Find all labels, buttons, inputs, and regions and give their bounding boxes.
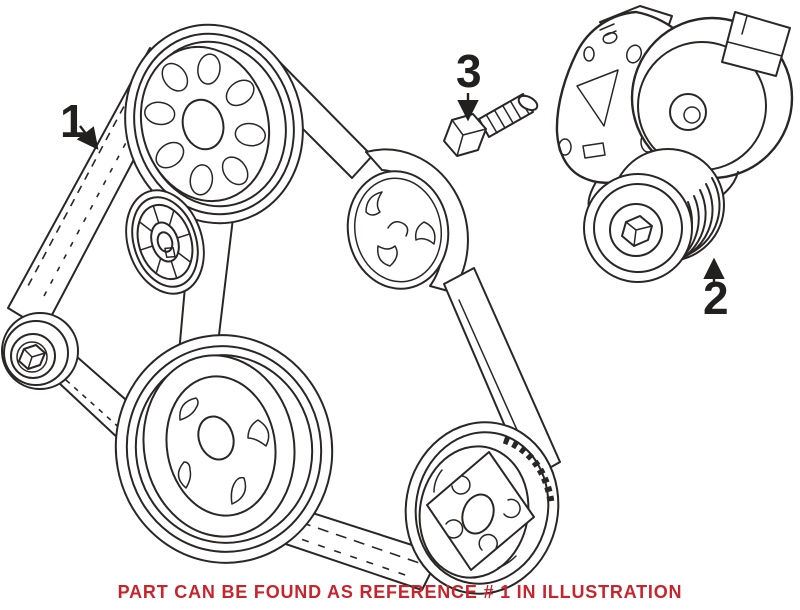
pulley-top bbox=[124, 23, 304, 225]
callout-3: 3 bbox=[456, 45, 482, 122]
pulley-crank bbox=[114, 334, 334, 564]
reference-caption: PART CAN BE FOUND AS REFERENCE # 1 IN IL… bbox=[118, 582, 683, 602]
callout-3-label: 3 bbox=[456, 45, 482, 97]
callout-2: 2 bbox=[703, 257, 729, 324]
pulley-waterpump bbox=[346, 170, 450, 290]
callout-1: 1 bbox=[60, 95, 99, 150]
pulley-idler-segmented bbox=[125, 189, 205, 295]
toothed-pulley-plate bbox=[426, 451, 535, 571]
pulley-toothed bbox=[404, 421, 560, 595]
gear-teeth bbox=[502, 436, 555, 504]
callout-2-label: 2 bbox=[703, 272, 729, 324]
mounting-bolt bbox=[443, 93, 539, 157]
tensioner-hex-bolt bbox=[621, 215, 653, 247]
tensioner-assembly bbox=[555, 5, 794, 283]
idler-spokes bbox=[138, 205, 192, 279]
belt-strand-right bbox=[443, 267, 561, 481]
callout-1-label: 1 bbox=[60, 95, 86, 147]
pulley-idler-left bbox=[1, 312, 79, 390]
